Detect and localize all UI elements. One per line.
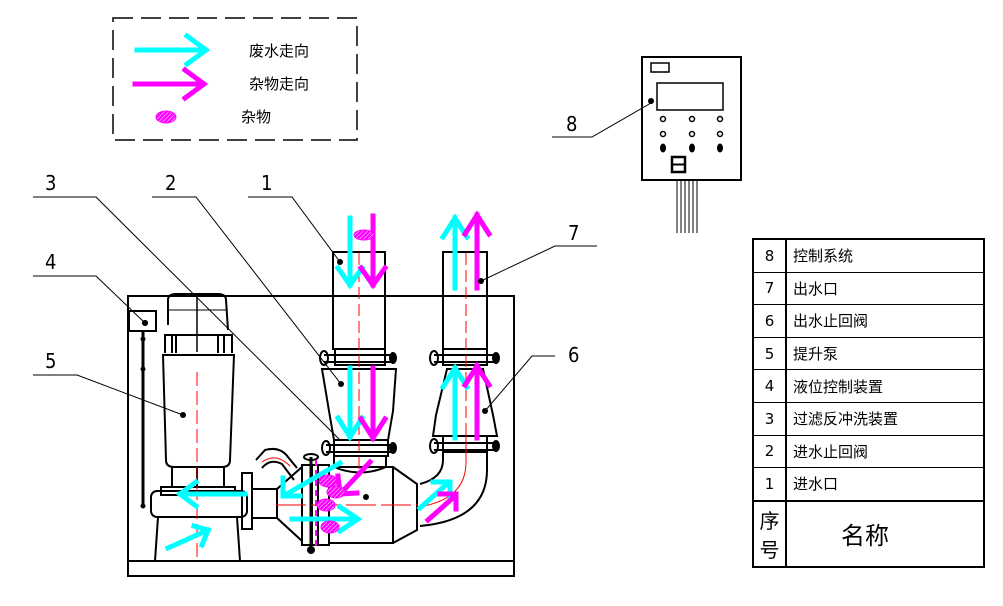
elbow-centerline — [261, 457, 291, 467]
legend-label-debris-flow: 杂物走向 — [249, 75, 310, 93]
outlet-pipe — [429, 251, 500, 366]
part-number: 5 — [752, 336, 787, 371]
debris-icon — [155, 110, 177, 124]
part-name: 进水口 — [785, 467, 985, 502]
callout-8: 8 — [566, 112, 577, 136]
debris-arrow-icon — [132, 66, 209, 102]
leader-lines — [33, 102, 652, 441]
debris-blobs — [316, 229, 375, 534]
callout-labels: 1 2 3 4 5 6 7 8 — [45, 112, 579, 373]
callout-6: 6 — [568, 343, 579, 367]
legend-box — [112, 17, 358, 141]
outlet-check-valve — [419, 368, 500, 527]
control-panel — [641, 56, 742, 233]
part-name: 提升泵 — [785, 336, 985, 371]
header-number: 序号 — [752, 499, 787, 568]
lift-pump — [150, 293, 248, 562]
callout-3: 3 — [45, 171, 56, 195]
legend-label-debris: 杂物 — [241, 108, 272, 126]
part-name: 出水止回阀 — [785, 304, 985, 338]
wastewater-flow-arrows — [164, 213, 471, 552]
part-name: 过滤反冲洗装置 — [785, 401, 985, 436]
part-number: 1 — [752, 467, 787, 502]
legend-label-wastewater: 废水走向 — [249, 42, 310, 60]
leader-dots — [142, 98, 654, 500]
part-number: 3 — [752, 401, 787, 436]
debris-flow-arrows — [335, 210, 493, 524]
part-name: 进水止回阀 — [785, 434, 985, 469]
part-name: 液位控制装置 — [785, 369, 985, 403]
callout-4: 4 — [45, 250, 56, 274]
part-number: 4 — [752, 369, 787, 403]
callout-1: 1 — [261, 171, 272, 195]
tank — [127, 295, 515, 577]
pump-outlet-flange — [241, 472, 277, 530]
level-control-device — [128, 310, 157, 509]
wastewater-arrow-icon — [134, 32, 211, 68]
header-name: 名称 — [785, 499, 985, 568]
centerlines — [196, 253, 467, 561]
part-name: 控制系统 — [785, 238, 985, 273]
callout-2: 2 — [165, 171, 176, 195]
part-number: 6 — [752, 304, 787, 338]
part-number: 2 — [752, 434, 787, 469]
table-header-row: 序号名称 — [752, 499, 985, 568]
callout-5: 5 — [45, 349, 56, 373]
callout-7: 7 — [568, 221, 579, 245]
part-name: 出水口 — [785, 271, 985, 306]
part-number: 7 — [752, 271, 787, 306]
part-number: 8 — [752, 238, 787, 273]
